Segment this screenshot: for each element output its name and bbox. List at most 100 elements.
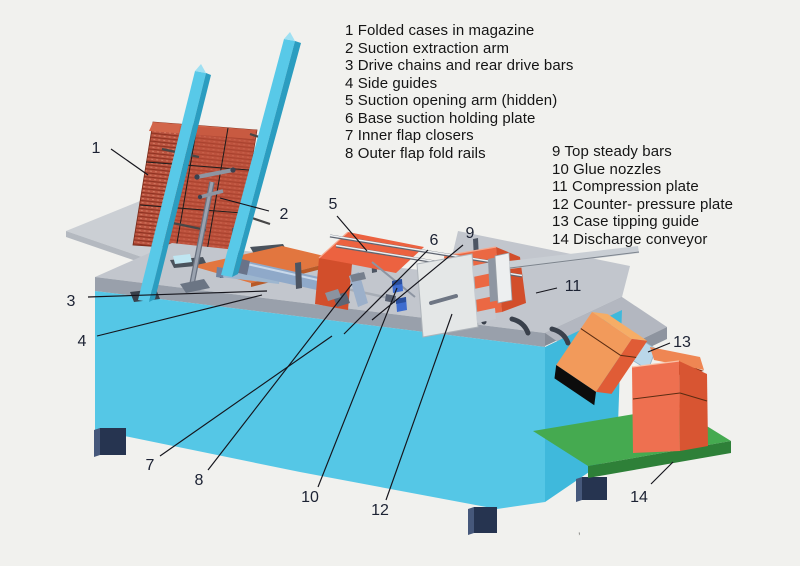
counter-plate-face [416,253,479,338]
callout-number-5: 5 [329,196,338,213]
callout-line-13 [647,342,671,353]
callout-number-10: 10 [301,489,319,506]
body-front-face [95,291,545,509]
legend-item-11: 11 Compression plate [552,178,699,195]
legend-item-9: 9 Top steady bars [552,143,672,160]
suction-extraction-arm [180,167,236,293]
callout-number-12: 12 [371,502,389,519]
finished-case-crease-side [679,392,708,402]
foot-right [582,477,607,500]
rail-right-side [232,41,301,277]
finished-case-back-wall [650,347,704,370]
finished-case-rim [631,360,680,368]
deck-post-1 [295,262,302,289]
foot-center [474,507,497,533]
arm-mid-bar [199,189,224,199]
callout-line-1 [110,148,149,176]
callout-line-5 [336,215,368,252]
callout-line-8 [207,283,353,471]
case-crease-h2 [139,204,243,214]
case1-rim [318,231,349,259]
rail-left-side [149,73,211,302]
tipping-case-top [592,312,648,341]
foot-left [100,428,126,455]
legend-item-12: 12 Counter- pressure plate [552,195,734,213]
rail-right-tip [284,32,295,41]
callout-line-4 [96,294,263,337]
callout-line-3 [87,290,268,298]
callout-line-9 [371,244,464,321]
legend-item-3: 3 Drive chains and rear drive bars [345,57,574,74]
callout-number-7: 7 [146,457,155,474]
legend-item-1: 1 Folded cases in magazine [345,22,535,39]
callout-line-7 [159,335,333,457]
compression-rod-shadow [509,251,640,269]
callout-number-8: 8 [195,472,204,489]
arm-t-end-right [230,167,236,173]
foot-center-side [468,507,474,535]
flap-closer-gray [325,289,341,301]
magazine-rails [138,32,301,302]
machine-feet [94,428,607,535]
scan-speck: ’ [578,530,581,544]
callout-number-11: 11 [565,278,582,295]
case-stop-rod-4 [251,216,271,226]
counter-plate-tab-2 [474,285,494,300]
callout-number-9: 9 [466,225,475,242]
case-crease-v1 [175,125,198,250]
compression-plate [494,252,513,304]
legend-item-8: 8 Outer flap fold rails [345,144,486,162]
finished-case-right [679,361,708,451]
drive-bar-hook-3 [549,326,571,346]
flap-closer-cap [350,272,366,282]
arm-shaft [189,181,214,290]
finished-case [631,347,708,453]
drive-bar-hook-2 [509,316,531,336]
rail-right-face [221,39,295,277]
counter-pressure-plate [416,253,496,338]
callout-number-6: 6 [430,232,439,249]
callout-number-1: 1 [92,140,101,157]
steady-bar-1 [329,234,517,267]
rail-left-tip [195,64,206,73]
arm-t-end-left [194,174,200,180]
legend-item-10: 10 Glue nozzles [552,160,662,178]
case-stop-rod-2 [167,220,207,232]
callout-line-2 [219,197,270,212]
callout-number-2: 2 [280,206,289,223]
callout-number-3: 3 [67,293,76,310]
tipping-case-front [556,312,632,392]
callout-line-12 [385,313,453,501]
legend-item-6: 6 Base suction holding plate [345,109,536,127]
inner-flap-closers [325,272,368,307]
legend-item-2: 2 Suction extraction arm [345,39,510,57]
callout-number-13: 13 [673,334,691,351]
legend-item-7: 7 Inner flap closers [345,127,474,144]
legend-item-5: 5 Suction opening arm (hidden) [345,92,558,109]
tipping-case-opening [554,365,597,406]
compression-rod [509,246,639,269]
callout-line-6 [343,249,429,335]
callout-line-11 [535,287,558,294]
side-guide-end [216,267,224,278]
cylinder-highlight [246,263,319,281]
arm-base [180,279,210,293]
tipping-case-crease-side [620,354,637,358]
counter-plate-tab-1 [472,262,492,277]
foot-right-side [576,477,582,502]
conveyor-front-edge [588,441,731,478]
compression-plate-assembly [488,246,640,304]
tipping-case-right [596,338,648,394]
legend-item-14: 14 Discharge conveyor [552,230,708,248]
finished-case-front [632,361,680,453]
callout-line-10 [317,287,398,488]
legend-item-4: 4 Side guides [345,74,438,92]
tipping-case [554,312,648,406]
legend-item-13: 13 Case tipping guide [552,213,700,230]
counter-plate-tab-3 [476,308,496,323]
